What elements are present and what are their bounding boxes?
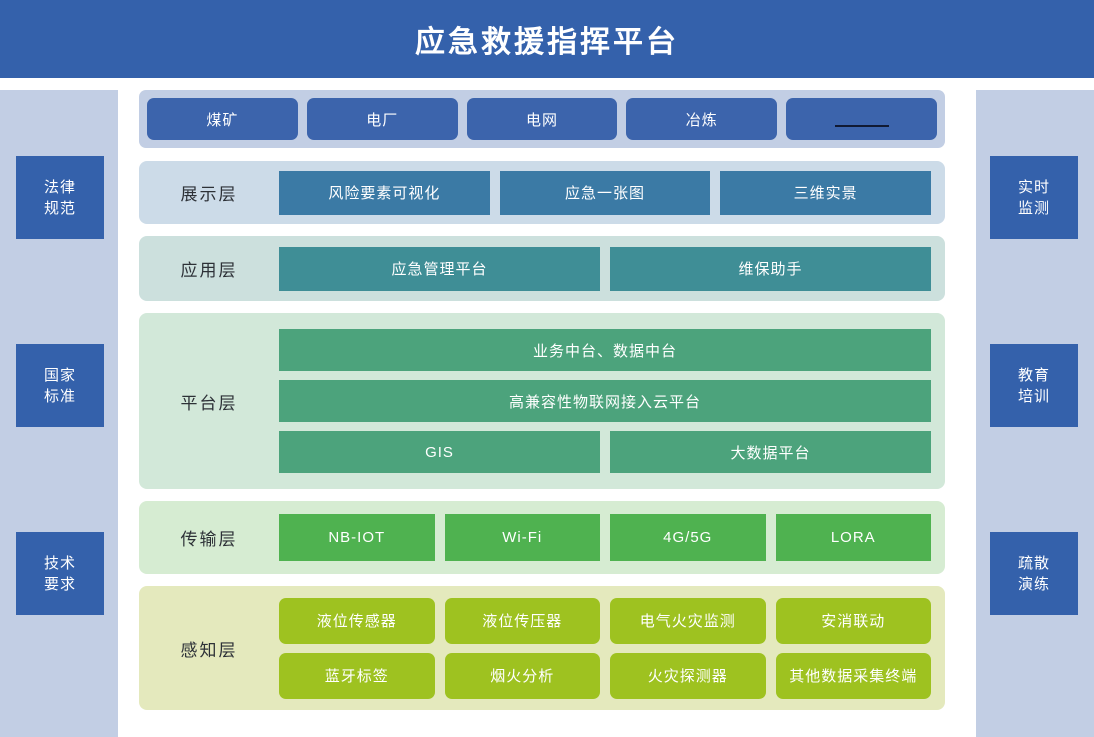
layer-cell-platform-2-0[interactable]: GIS bbox=[279, 431, 600, 473]
layer-row: 高兼容性物联网接入云平台 bbox=[279, 380, 931, 422]
diagram-body: 法律规范国家标准技术要求 实时监测教育培训疏散演练 煤矿电厂电网冶炼 展示层 风险… bbox=[0, 78, 1094, 737]
rail-label-line1: 实时 bbox=[1017, 178, 1050, 196]
left-rail-item-0[interactable]: 法律规范 bbox=[16, 156, 104, 239]
layer-cell-application-0-1[interactable]: 维保助手 bbox=[610, 246, 931, 291]
layer-cell-platform-1-0[interactable]: 高兼容性物联网接入云平台 bbox=[279, 380, 931, 422]
rail-label-line2: 规范 bbox=[43, 199, 76, 217]
layer-cell-application-0-0[interactable]: 应急管理平台 bbox=[279, 246, 600, 291]
layer-cell-perception-0-2[interactable]: 电气火灾监测 bbox=[610, 597, 766, 644]
rail-label-line1: 法律 bbox=[43, 178, 76, 196]
right-rail-item-label: 疏散演练 bbox=[1018, 553, 1050, 595]
layer-row: 蓝牙标签烟火分析火灾探测器其他数据采集终端 bbox=[279, 652, 931, 699]
layer-label-platform: 平台层 bbox=[180, 393, 238, 413]
layer-row: 应急管理平台维保助手 bbox=[279, 246, 931, 291]
layer-cell-display-0-2[interactable]: 三维实景 bbox=[720, 170, 932, 215]
left-rail-item-label: 技术要求 bbox=[44, 553, 76, 595]
industry-button-4[interactable] bbox=[786, 98, 937, 140]
right-rail-item-label: 实时监测 bbox=[1018, 177, 1050, 219]
layer-application: 应用层 应急管理平台维保助手 bbox=[139, 236, 945, 301]
layer-cell-perception-0-3[interactable]: 安消联动 bbox=[775, 597, 931, 644]
left-rail: 法律规范国家标准技术要求 bbox=[0, 90, 118, 737]
right-rail-item-1[interactable]: 教育培训 bbox=[990, 344, 1078, 427]
industry-band: 煤矿电厂电网冶炼 bbox=[139, 90, 945, 148]
rail-label-line2: 监测 bbox=[1017, 199, 1050, 217]
layer-cell-display-0-1[interactable]: 应急一张图 bbox=[499, 170, 711, 215]
layer-row: 业务中台、数据中台 bbox=[279, 329, 931, 371]
layer-cell-platform-0-0[interactable]: 业务中台、数据中台 bbox=[279, 329, 931, 371]
layer-cell-transport-0-2[interactable]: 4G/5G bbox=[610, 514, 766, 561]
layer-cell-perception-1-1[interactable]: 烟火分析 bbox=[444, 652, 600, 699]
rail-label-line1: 疏散 bbox=[1017, 554, 1050, 572]
layer-label-transport: 传输层 bbox=[180, 530, 238, 549]
layer-cell-platform-2-1[interactable]: 大数据平台 bbox=[610, 431, 931, 473]
layer-body-display: 风险要素可视化应急一张图三维实景 bbox=[279, 170, 945, 215]
layer-cell-perception-0-0[interactable]: 液位传感器 bbox=[279, 597, 435, 644]
rail-label-line2: 演练 bbox=[1017, 575, 1050, 593]
layer-stack: 展示层 风险要素可视化应急一张图三维实景应用层 应急管理平台维保助手平台层 业务中台、… bbox=[139, 161, 959, 710]
layer-cell-transport-0-3[interactable]: LORA bbox=[775, 514, 931, 561]
rail-label-line2: 培训 bbox=[1017, 387, 1050, 405]
layer-body-application: 应急管理平台维保助手 bbox=[279, 246, 945, 291]
left-rail-item-1[interactable]: 国家标准 bbox=[16, 344, 104, 427]
right-rail-item-label: 教育培训 bbox=[1018, 365, 1050, 407]
rail-label-line2: 标准 bbox=[43, 387, 76, 405]
right-rail: 实时监测教育培训疏散演练 bbox=[976, 90, 1094, 737]
industry-button-3[interactable]: 冶炼 bbox=[626, 98, 778, 140]
center-column: 煤矿电厂电网冶炼 展示层 风险要素可视化应急一张图三维实景应用层 应急管理平台维保助… bbox=[139, 90, 959, 710]
industry-button-1[interactable]: 电厂 bbox=[306, 98, 458, 140]
industry-button-2[interactable]: 电网 bbox=[466, 98, 618, 140]
layer-cell-perception-1-0[interactable]: 蓝牙标签 bbox=[279, 652, 435, 699]
layer-cell-perception-1-2[interactable]: 火灾探测器 bbox=[610, 652, 766, 699]
rail-label-line1: 国家 bbox=[43, 366, 76, 384]
layer-cell-transport-0-1[interactable]: Wi-Fi bbox=[444, 514, 600, 561]
layer-cell-perception-1-3[interactable]: 其他数据采集终端 bbox=[775, 652, 931, 699]
layer-label-display: 展示层 bbox=[180, 185, 238, 204]
layer-row: 风险要素可视化应急一张图三维实景 bbox=[279, 170, 932, 215]
industry-button-0[interactable]: 煤矿 bbox=[147, 98, 298, 140]
page-title: 应急救援指挥平台 bbox=[415, 26, 679, 59]
layer-cell-display-0-0[interactable]: 风险要素可视化 bbox=[279, 170, 490, 215]
layer-cell-transport-0-0[interactable]: NB-IOT bbox=[279, 514, 435, 561]
layer-label-perception: 感知层 bbox=[180, 640, 238, 660]
left-rail-item-label: 国家标准 bbox=[44, 365, 76, 407]
left-rail-item-label: 法律规范 bbox=[44, 177, 76, 219]
layer-cell-perception-0-1[interactable]: 液位传压器 bbox=[444, 597, 600, 644]
right-rail-item-0[interactable]: 实时监测 bbox=[990, 156, 1078, 239]
page-header: 应急救援指挥平台 bbox=[0, 0, 1094, 78]
layer-perception: 感知层液位传感器液位传压器电气火灾监测安消联动蓝牙标签烟火分析火灾探测器其他数据… bbox=[139, 586, 945, 710]
layer-label-application: 应用层 bbox=[180, 261, 238, 280]
right-rail-item-2[interactable]: 疏散演练 bbox=[990, 532, 1078, 615]
layer-body-perception: 液位传感器液位传压器电气火灾监测安消联动蓝牙标签烟火分析火灾探测器其他数据采集终… bbox=[279, 597, 945, 699]
layer-row: 液位传感器液位传压器电气火灾监测安消联动 bbox=[279, 597, 931, 644]
rail-label-line1: 技术 bbox=[43, 554, 76, 572]
rail-label-line2: 要求 bbox=[43, 575, 76, 593]
left-rail-item-2[interactable]: 技术要求 bbox=[16, 532, 104, 615]
rail-label-line1: 教育 bbox=[1017, 366, 1050, 384]
layer-display: 展示层 风险要素可视化应急一张图三维实景 bbox=[139, 161, 945, 224]
